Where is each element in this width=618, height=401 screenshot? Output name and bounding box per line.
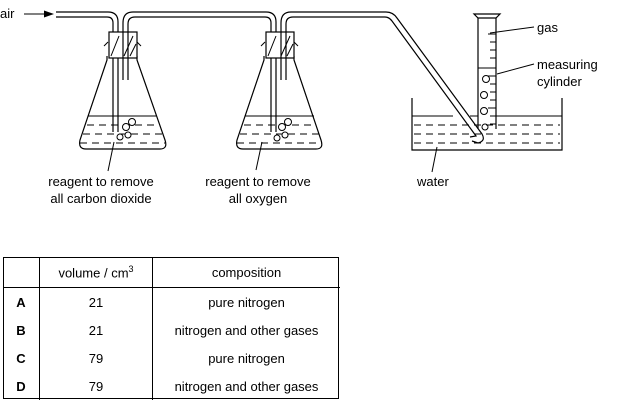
header-volume-text: volume / cm <box>58 265 129 281</box>
volume-cell: 79 <box>39 344 153 372</box>
volume-cell: 79 <box>39 372 153 400</box>
header-option <box>3 257 40 288</box>
air-label: air <box>0 6 15 21</box>
table-header-row: volume / cm3 composition <box>3 257 340 288</box>
water-trough <box>411 98 563 173</box>
composition-cell: nitrogen and other gases <box>174 322 319 338</box>
table-row[interactable]: B 21 nitrogen and other gases <box>3 316 340 344</box>
connecting-tube-1 <box>122 11 277 132</box>
option-letter: C <box>3 344 40 372</box>
header-volume: volume / cm3 <box>39 257 153 288</box>
water-label: water <box>416 174 449 189</box>
composition-cell: pure nitrogen <box>208 294 285 310</box>
header-volume-superscript: 3 <box>128 263 134 274</box>
table-row[interactable]: C 79 pure nitrogen <box>3 344 340 372</box>
reagent-o2-label-1: reagent to remove <box>205 174 311 189</box>
reagent-co2-label-2: all carbon dioxide <box>50 191 151 206</box>
cylinder-leader <box>496 63 535 75</box>
volume-cell: 21 <box>39 287 153 316</box>
graduation-marks <box>488 33 496 125</box>
measuring-cylinder-label-1: measuring <box>537 57 598 72</box>
option-letter: B <box>3 316 40 344</box>
stopper <box>265 31 295 59</box>
table-row[interactable]: A 21 pure nitrogen <box>3 287 340 316</box>
reagent-o2-label-2: all oxygen <box>229 191 288 206</box>
option-letter: D <box>3 372 40 400</box>
inlet-tube <box>56 11 119 132</box>
header-composition: composition <box>152 257 340 288</box>
air-arrow <box>24 10 54 18</box>
reagent-co2-label-1: reagent to remove <box>48 174 154 189</box>
composition-cell: nitrogen and other gases <box>174 378 319 394</box>
measuring-cylinder <box>472 13 502 131</box>
option-letter: A <box>3 287 40 316</box>
volume-cell: 21 <box>39 316 153 344</box>
measuring-cylinder-label-2: cylinder <box>537 74 582 89</box>
gas-label: gas <box>537 20 558 35</box>
delivery-tube <box>280 11 484 144</box>
apparatus-diagram: air <box>0 6 598 206</box>
answer-options-table: volume / cm3 composition A 21 pure nitro… <box>3 257 340 400</box>
table-row[interactable]: D 79 nitrogen and other gases <box>3 372 340 400</box>
flask-carbon-dioxide <box>79 31 167 172</box>
gas-leader <box>489 26 535 34</box>
composition-cell: pure nitrogen <box>208 350 285 366</box>
flask-oxygen <box>236 31 323 171</box>
